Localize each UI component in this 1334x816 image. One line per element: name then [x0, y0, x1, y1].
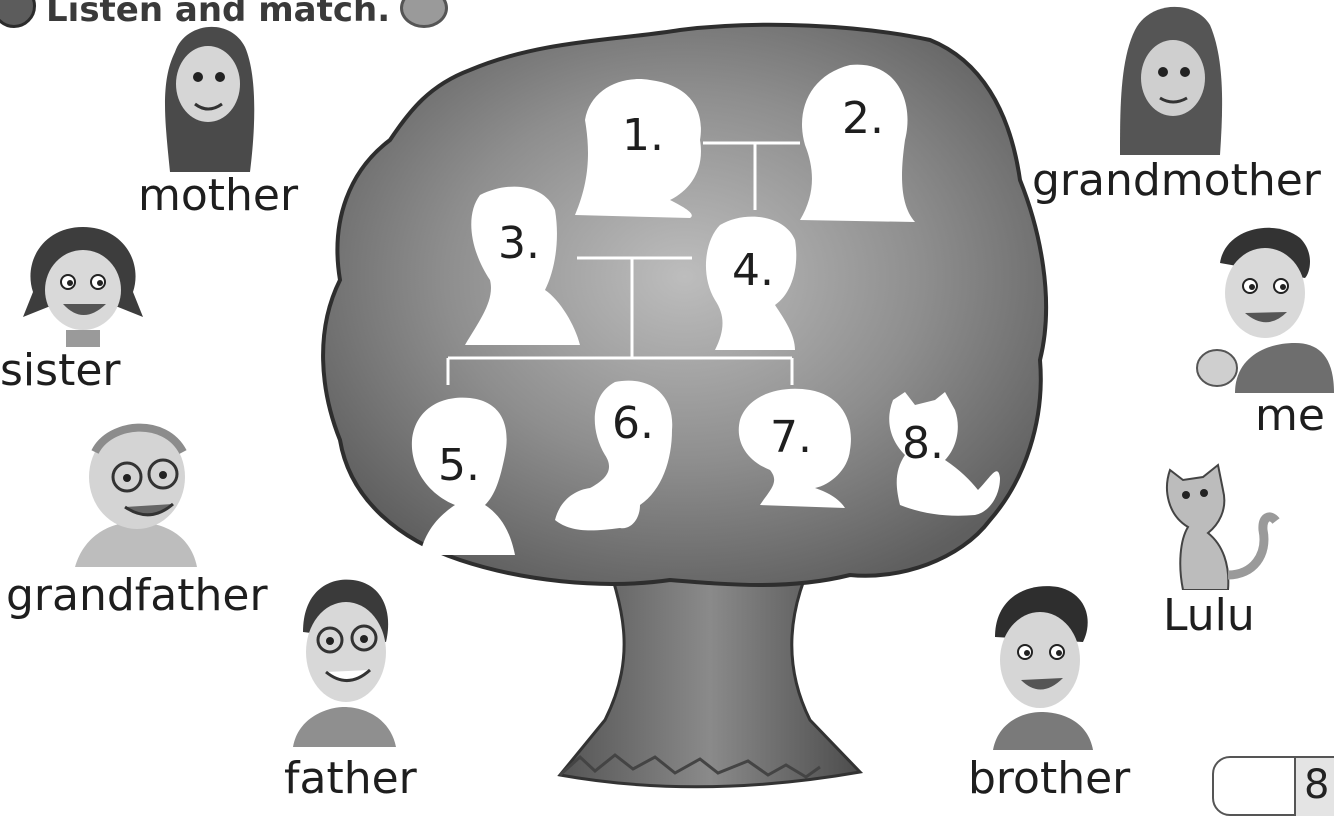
silhouette-8	[889, 392, 1000, 516]
slot-number-6: 6.	[612, 398, 654, 449]
label-grandmother: grandmother	[1032, 155, 1321, 206]
silhouette-3	[465, 186, 580, 345]
father-portrait	[293, 579, 396, 747]
slot-number-3: 3.	[498, 218, 540, 269]
sister-portrait	[23, 227, 143, 347]
slot-number-2: 2.	[842, 93, 884, 144]
page-number: 8	[1304, 762, 1330, 808]
label-father: father	[284, 753, 417, 804]
lulu-cat-portrait	[1166, 463, 1280, 590]
slot-number-5: 5.	[438, 440, 480, 491]
silhouette-7	[738, 388, 851, 508]
slot-number-4: 4.	[732, 245, 774, 296]
exercise-heading: Listen and match.	[0, 0, 449, 30]
tree-connectors	[446, 141, 800, 385]
label-lulu: Lulu	[1163, 590, 1255, 641]
silhouette-1	[575, 79, 701, 219]
me-portrait	[1196, 227, 1334, 393]
tree-trunk	[557, 538, 864, 789]
label-brother: brother	[968, 753, 1131, 804]
mother-portrait	[165, 26, 255, 172]
silhouette-2	[800, 64, 915, 222]
slot-number-1: 1.	[622, 110, 664, 161]
exercise-instruction: Listen and match.	[46, 0, 391, 30]
slot-number-7: 7.	[770, 412, 812, 463]
silhouette-5	[411, 397, 515, 555]
grandfather-portrait	[75, 423, 197, 567]
slot-number-8: 8.	[902, 418, 944, 469]
label-me: me	[1255, 390, 1325, 441]
grandmother-portrait	[1120, 6, 1223, 155]
label-mother: mother	[138, 170, 299, 221]
page-number-box: 8	[1212, 756, 1334, 816]
brother-portrait	[993, 586, 1093, 750]
silhouette-4	[705, 216, 797, 350]
label-sister: sister	[0, 345, 121, 396]
silhouette-6	[555, 380, 673, 531]
label-grandfather: grandfather	[6, 570, 268, 621]
